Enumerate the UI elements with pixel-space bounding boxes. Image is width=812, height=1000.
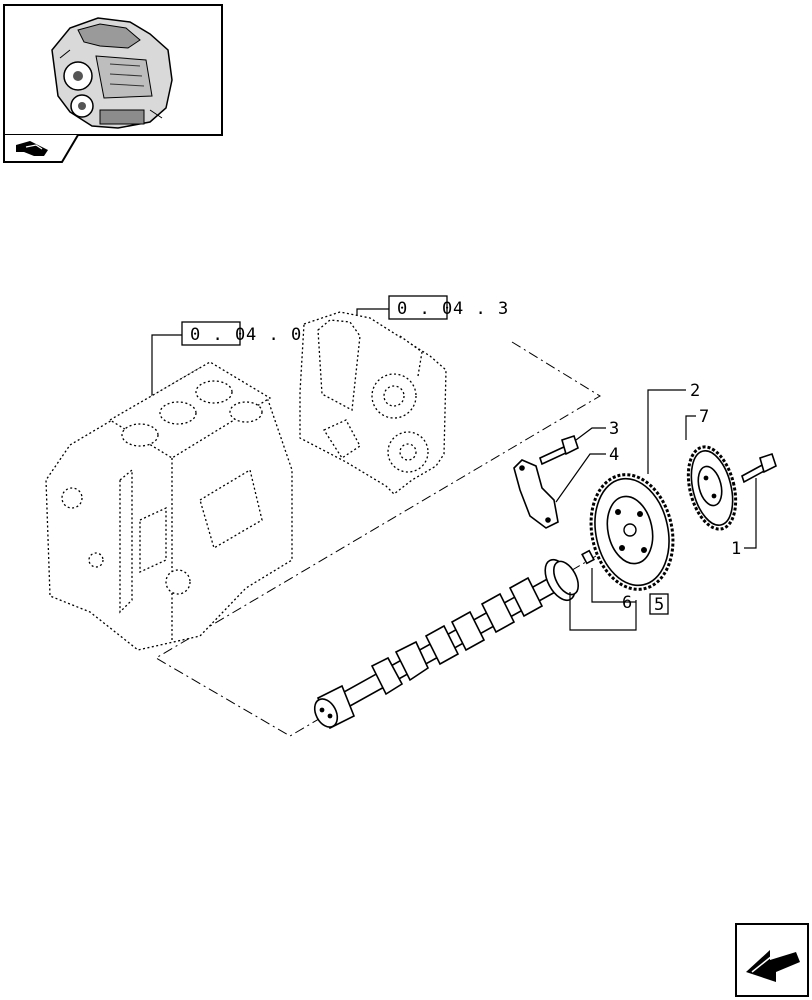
reference-suffix-cover: 4 . 3 — [453, 299, 509, 319]
callout-leaders — [555, 389, 757, 631]
reference-suffix-block: 4 . 0 — [246, 325, 302, 345]
engine-block-part — [45, 361, 293, 651]
reference-boxed-cover: 0 . 0 — [397, 299, 453, 319]
next-page-arrow-icon — [746, 950, 800, 982]
thrust-plate-part[interactable] — [513, 459, 559, 529]
assembly-outline — [155, 341, 601, 737]
reference-label-timing-cover[interactable]: 0 . 0 4 . 3 — [388, 295, 509, 320]
callout-7: 7 — [699, 407, 709, 427]
camshaft-part[interactable] — [310, 555, 583, 731]
callout-1: 1 — [731, 539, 741, 559]
reference-boxed-block: 0 . 0 — [190, 325, 246, 345]
callout-2: 2 — [690, 381, 700, 401]
pin-part[interactable] — [581, 549, 595, 565]
callout-6: 6 — [622, 593, 632, 613]
thumbnail-panel[interactable] — [3, 4, 223, 163]
callout-3: 3 — [609, 419, 619, 439]
timing-cover-part — [299, 311, 447, 495]
small-gear-part[interactable] — [680, 442, 743, 534]
camshaft-gear-part[interactable] — [581, 467, 683, 597]
leader-block — [151, 334, 182, 410]
callout-5: 5 — [654, 595, 664, 615]
bolt-part-3[interactable] — [539, 434, 579, 466]
bolt-part-1[interactable] — [741, 452, 777, 484]
callout-4: 4 — [609, 445, 619, 465]
reference-label-block[interactable]: 0 . 0 4 . 0 — [181, 321, 302, 346]
chapter-indicator-icon — [16, 141, 48, 156]
engine-thumbnail-icon — [51, 17, 173, 129]
callout-kit-5[interactable]: 5 — [649, 593, 669, 615]
next-page-button[interactable] — [735, 923, 809, 997]
